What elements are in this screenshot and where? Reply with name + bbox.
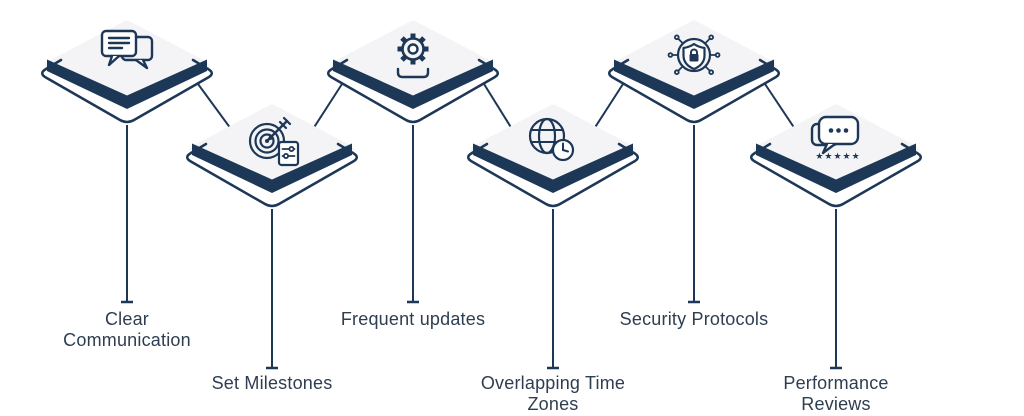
- item-security-protocols: [609, 25, 779, 122]
- item-label-clear-communication: Clear Communication: [7, 309, 247, 351]
- item-label-security-protocols: Security Protocols: [574, 309, 814, 330]
- item-frequent-updates: [328, 25, 498, 122]
- label-line: Frequent updates: [340, 309, 486, 329]
- item-overlapping-time-zones: [468, 109, 638, 206]
- connector-line: [764, 83, 796, 130]
- connector-line: [483, 83, 513, 130]
- label-line: Clear: [104, 309, 149, 329]
- chat-rating-icon: [810, 115, 862, 164]
- label-line: Performance: [783, 373, 889, 393]
- leader-lines: [121, 125, 842, 370]
- item-label-frequent-updates: Frequent updates: [293, 309, 533, 330]
- item-performance-reviews: [751, 109, 921, 206]
- item-set-milestones: [187, 109, 357, 206]
- connector-line: [593, 83, 624, 130]
- label-line: Overlapping Time: [480, 373, 626, 393]
- label-line: Communication: [63, 330, 191, 350]
- connector-line: [312, 83, 343, 130]
- label-line: Zones: [527, 394, 579, 414]
- connector-lines: [197, 83, 796, 130]
- label-line: Security Protocols: [619, 309, 769, 329]
- item-label-set-milestones: Set Milestones: [152, 373, 392, 394]
- item-clear-communication: [42, 25, 212, 122]
- item-label-performance-reviews: Performance Reviews: [716, 373, 956, 415]
- label-line: Reviews: [801, 394, 871, 414]
- connector-line: [197, 83, 232, 130]
- label-line: Set Milestones: [211, 373, 333, 393]
- item-label-overlapping-time-zones: Overlapping Time Zones: [433, 373, 673, 415]
